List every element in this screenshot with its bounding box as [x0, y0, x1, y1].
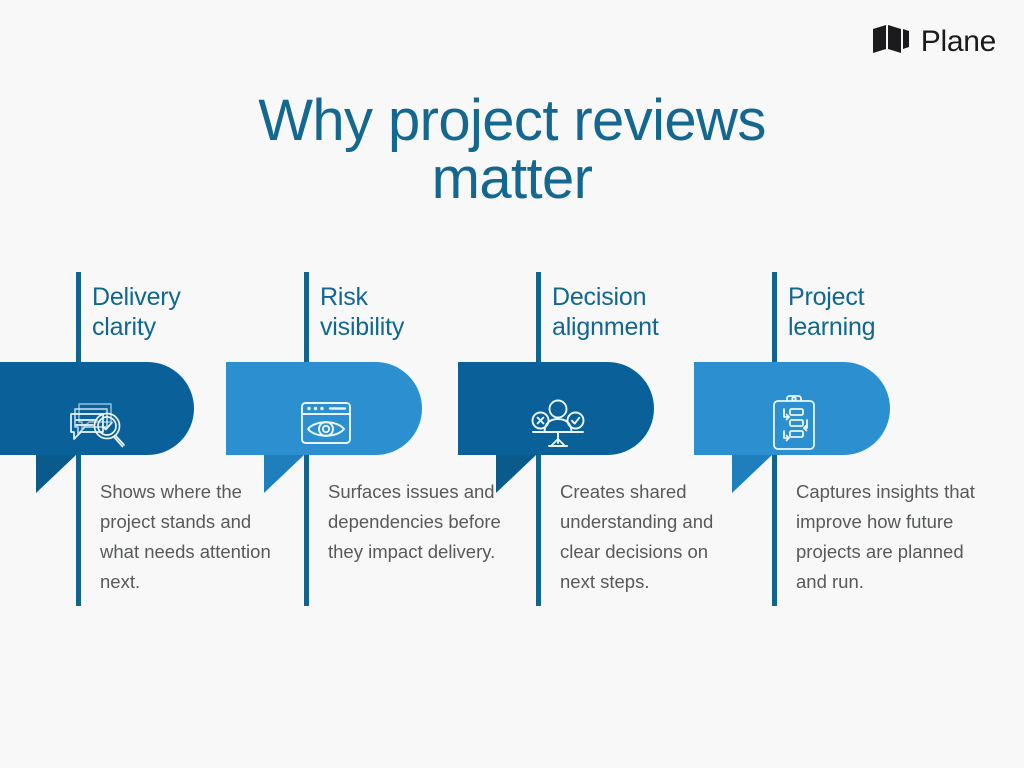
card-banner [694, 362, 934, 484]
card-description: Shows where the project stands and what … [100, 481, 271, 592]
card-banner [0, 362, 238, 484]
card-heading: Delivery clarity [92, 282, 272, 342]
card-description: Creates shared understanding and clear d… [560, 481, 714, 592]
card-heading-line-1: Risk [320, 283, 368, 311]
card-heading-line-1: Project [788, 283, 865, 311]
card-description: Surfaces issues and dependencies before … [328, 481, 501, 562]
benefit-cards-row: Delivery clarity Shows where t [0, 272, 1024, 617]
card-description: Captures insights that improve how futur… [796, 481, 975, 592]
card-banner-tail [264, 455, 304, 493]
card-banner-tail [496, 455, 536, 493]
plane-logo-icon [871, 24, 911, 59]
card-heading-line-2: alignment [552, 313, 659, 341]
card-banner [226, 362, 466, 484]
card-heading-line-2: learning [788, 313, 876, 341]
documents-magnifier-check-icon [67, 392, 129, 454]
page-title: Why project reviews matter [0, 92, 1024, 208]
card-heading-line-1: Delivery [92, 283, 181, 311]
person-balance-scale-icon [527, 392, 589, 454]
clipboard-flowchart-icon [763, 392, 825, 454]
card-banner-body [226, 362, 422, 455]
benefit-card-delivery-clarity: Delivery clarity Shows where t [0, 272, 274, 617]
benefit-card-decision-alignment: Decision alignment [458, 272, 734, 617]
card-banner-body [458, 362, 654, 455]
card-banner-tail [36, 455, 76, 493]
card-heading: Decision alignment [552, 282, 732, 342]
browser-window-eye-icon [295, 392, 357, 454]
card-heading-line-1: Decision [552, 283, 647, 311]
brand-logo: Plane [871, 24, 996, 59]
benefit-card-risk-visibility: Risk visibility Surfaces issue [226, 272, 502, 617]
page-title-line-1: Why project reviews [258, 88, 766, 153]
card-banner-tail [732, 455, 772, 493]
card-heading-line-2: clarity [92, 313, 156, 341]
card-heading: Risk visibility [320, 282, 500, 342]
card-heading-line-2: visibility [320, 313, 405, 341]
card-banner [458, 362, 698, 484]
benefit-card-project-learning: Project learning [694, 272, 975, 617]
brand-name: Plane [920, 24, 997, 58]
page-title-line-2: matter [431, 146, 593, 211]
card-heading: Project learning [788, 282, 968, 342]
